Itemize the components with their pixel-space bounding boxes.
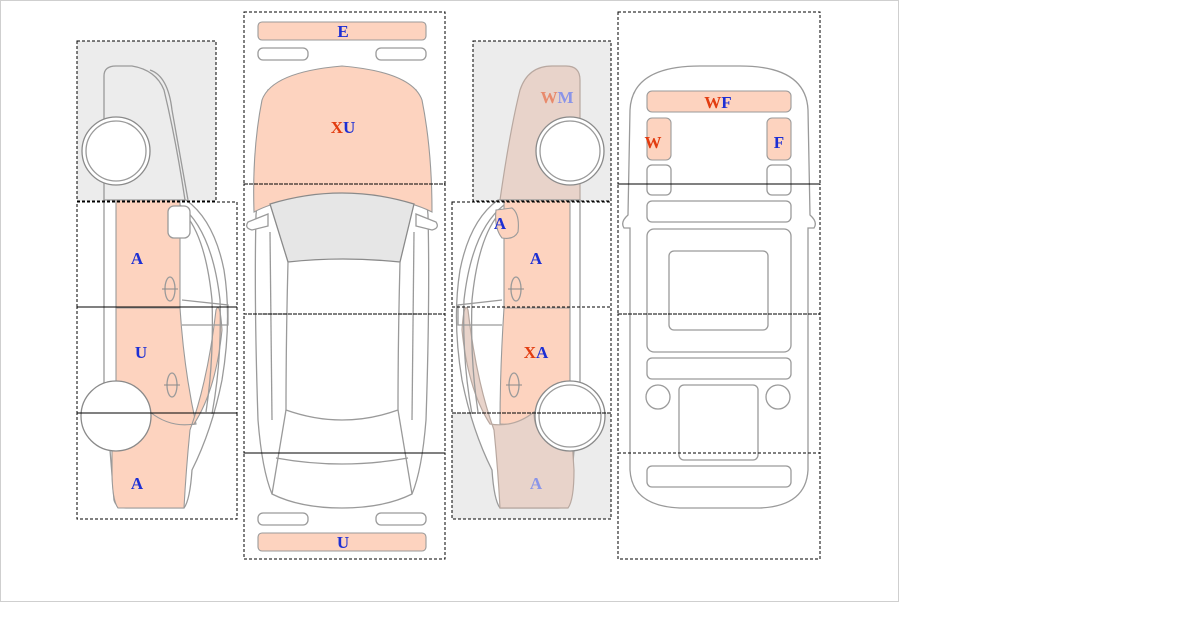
right-pillar-glass-damage (766, 117, 792, 161)
right-front-door-code: A (530, 249, 543, 268)
rear-bumper-damage (257, 532, 427, 552)
right-mirror-damage (495, 207, 519, 239)
car-interior-plan-icon: WF W F (617, 11, 821, 560)
left-mirror-icon (167, 205, 191, 239)
left-front-door-code: A (131, 249, 144, 268)
right-rear-quarter-damage (461, 306, 575, 509)
windshield-code: WF (704, 93, 731, 112)
car-right-side-icon: WM A A XA A (451, 40, 612, 520)
right-rear-quarter-code: A (530, 474, 543, 493)
left-front-wheel-icon (81, 116, 151, 186)
left-rear-wheel-icon (80, 380, 152, 452)
rear-bumper-code: U (337, 533, 349, 552)
front-bumper-code: E (337, 22, 348, 41)
diagram-frame (0, 0, 899, 602)
left-pillar-glass-damage (646, 117, 672, 161)
car-left-side-icon: A U A (76, 40, 238, 520)
right-pillar-glass-code: F (774, 133, 784, 152)
right-rear-wheel-icon (534, 380, 606, 452)
hood-code: XU (331, 118, 356, 137)
right-front-wheel-icon (535, 116, 605, 186)
right-roof-rail-code: WM (540, 88, 573, 107)
sunroof-icon (668, 250, 769, 331)
left-pillar-glass-code: W (645, 133, 662, 152)
left-rear-quarter-code: A (131, 474, 144, 493)
hood-damage (253, 65, 433, 213)
windshield-damage (646, 90, 792, 113)
top-windshield-icon (269, 192, 415, 263)
left-rear-door-code: U (135, 343, 147, 362)
car-top-view-icon: E XU U (243, 11, 446, 560)
right-mirror-code: A (494, 214, 507, 233)
front-bumper-damage (257, 21, 427, 41)
right-rear-door-code: XA (524, 343, 549, 362)
